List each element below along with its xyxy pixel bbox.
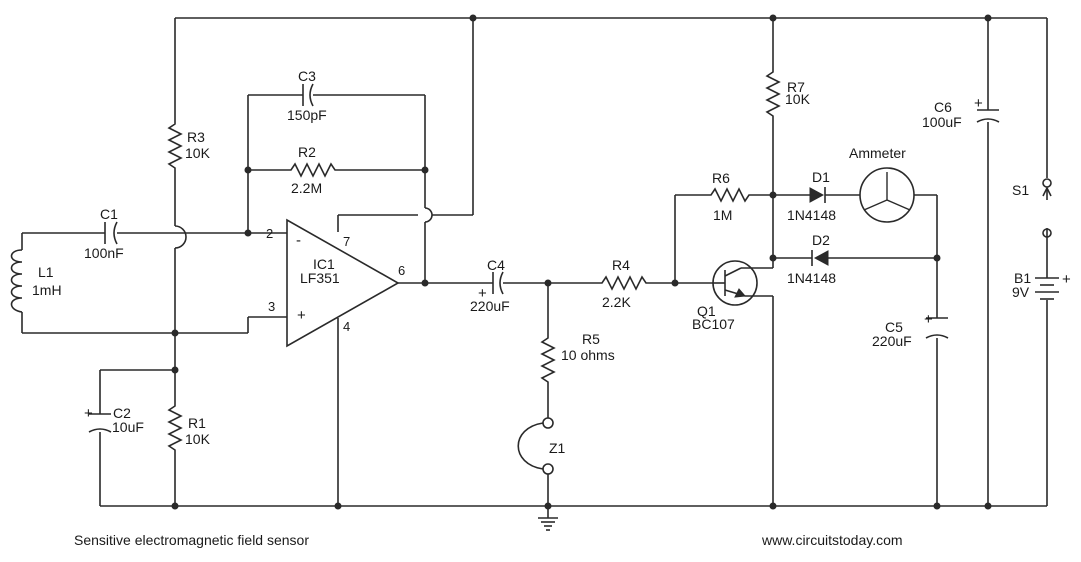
l1-value: 1mH: [32, 282, 62, 298]
opamp-minus: -: [296, 232, 301, 249]
wire-crossover: [174, 225, 187, 249]
capacitor-C3: [302, 83, 314, 107]
c6-plus-sign: +: [974, 95, 983, 112]
r2-value: 2.2M: [291, 180, 322, 196]
c5-ref: C5: [885, 319, 903, 335]
ammeter-label: Ammeter: [849, 145, 906, 161]
wires: [21, 17, 1048, 507]
q1-value: BC107: [692, 316, 735, 332]
labels: C1 100nF L1 1mH R3 10K C2 10uF R1 10K C3…: [32, 68, 1031, 456]
c3-ref: C3: [298, 68, 316, 84]
r1-value: 10K: [185, 431, 211, 447]
pin-2: 2: [266, 226, 273, 241]
r7-value: 10K: [785, 91, 811, 107]
c5-plus-sign: +: [924, 311, 933, 328]
capacitor-C2: +: [84, 405, 112, 433]
b1-value: 9V: [1012, 284, 1030, 300]
r7-ref: R7: [787, 79, 805, 95]
transducer-Z1: [517, 417, 554, 475]
d1-ref: D1: [812, 169, 830, 185]
pin-4: 4: [343, 319, 350, 334]
c1-value: 100nF: [84, 245, 124, 261]
d2-ref: D2: [812, 232, 830, 248]
ammeter: [859, 167, 915, 223]
ground-symbol: [538, 506, 558, 531]
c2-plus-sign: +: [84, 405, 93, 422]
battery-plus-sign: +: [1062, 271, 1071, 288]
z1-ref: Z1: [549, 440, 566, 456]
ic1-ref: IC1: [313, 256, 335, 272]
c2-ref: C2: [113, 405, 131, 421]
d1-value: 1N4148: [787, 207, 836, 223]
inductor-L1: [10, 249, 23, 313]
c1-ref: C1: [100, 206, 118, 222]
c6-value: 100uF: [922, 114, 962, 130]
pin-3: 3: [268, 299, 275, 314]
junctions: [171, 14, 992, 510]
r6-ref: R6: [712, 170, 730, 186]
capacitor-C5: +: [924, 311, 949, 339]
r3-ref: R3: [187, 129, 205, 145]
diode-D1: [809, 187, 826, 203]
diode-D2: [811, 250, 829, 266]
pin-7: 7: [343, 234, 350, 249]
capacitor-C4: +: [478, 271, 504, 302]
r4-value: 2.2K: [602, 294, 631, 310]
q1-ref: Q1: [697, 303, 716, 319]
switch-S1: [1042, 178, 1052, 238]
resistor-R6: [705, 187, 753, 203]
resistor-R3: [167, 118, 183, 172]
diagram-title: Sensitive electromagnetic field sensor: [74, 532, 309, 548]
r1-ref: R1: [188, 415, 206, 431]
r3-value: 10K: [185, 145, 211, 161]
r5-ref: R5: [582, 331, 600, 347]
ic1-value: LF351: [300, 270, 340, 286]
pin-6: 6: [398, 263, 405, 278]
transistor-Q1: [712, 260, 758, 306]
c4-ref: C4: [487, 257, 505, 273]
opamp-plus: +: [297, 307, 306, 324]
resistor-R2: [285, 162, 340, 178]
r4-ref: R4: [612, 257, 630, 273]
capacitor-C6: +: [974, 95, 1000, 123]
r2-ref: R2: [298, 144, 316, 160]
c2-value: 10uF: [112, 419, 144, 435]
l1-ref: L1: [38, 264, 54, 280]
b1-ref: B1: [1014, 270, 1031, 286]
resistor-R7: [765, 66, 781, 122]
capacitor-C1: [104, 221, 118, 245]
c3-value: 150pF: [287, 107, 327, 123]
resistor-R1: [167, 400, 183, 460]
website-credit: www.circuitstoday.com: [761, 532, 903, 548]
r5-value: 10 ohms: [561, 347, 615, 363]
resistor-R4: [596, 275, 652, 291]
s1-ref: S1: [1012, 182, 1029, 198]
opamp-IC1: - + 2 3 7 4 6: [266, 218, 405, 348]
c4-plus-sign: +: [478, 285, 487, 302]
d2-value: 1N4148: [787, 270, 836, 286]
battery-B1: +: [1035, 271, 1071, 300]
c6-ref: C6: [934, 99, 952, 115]
c4-value: 220uF: [470, 298, 510, 314]
r6-value: 1M: [713, 207, 732, 223]
c5-value: 220uF: [872, 333, 912, 349]
resistor-R5: [540, 332, 556, 384]
